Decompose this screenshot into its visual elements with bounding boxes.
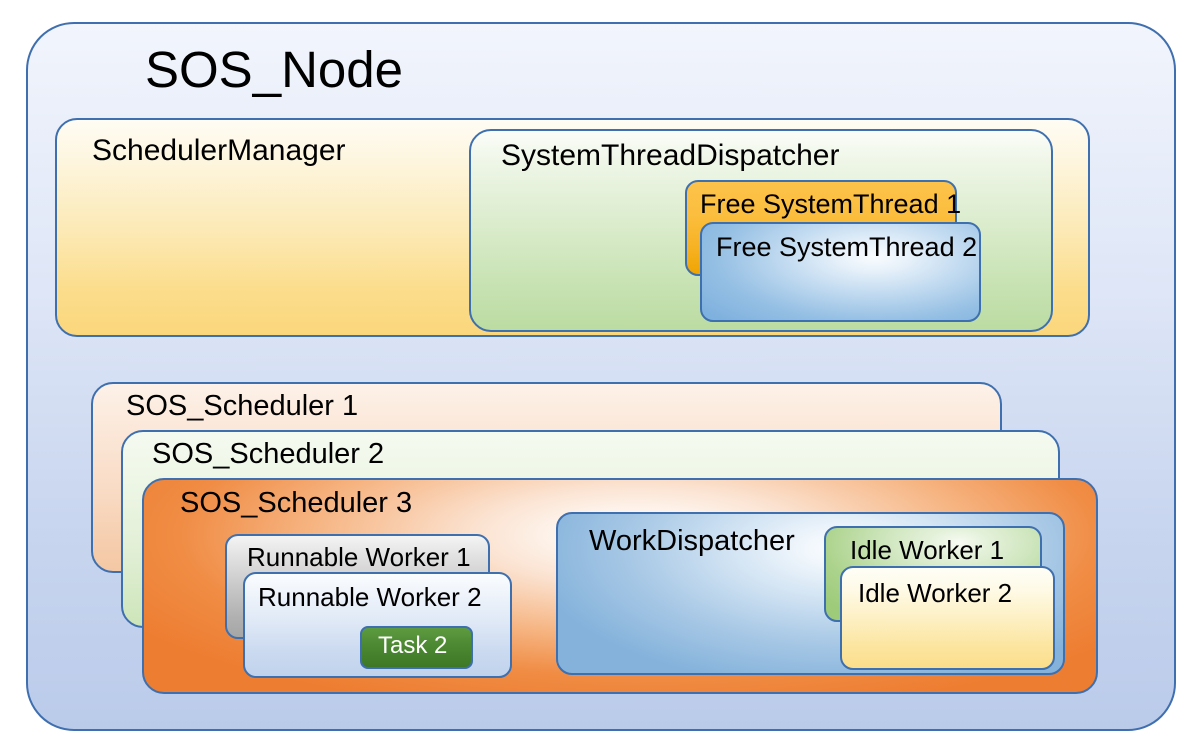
free-system-thread-2 — [700, 222, 981, 322]
scheduler-manager-label: SchedulerManager — [92, 134, 346, 167]
idle-worker-1-label: Idle Worker 1 — [850, 535, 1005, 565]
sos-scheduler-3-label: SOS_Scheduler 3 — [180, 487, 413, 519]
sos-scheduler-2-label: SOS_Scheduler 2 — [152, 438, 385, 470]
idle-worker-2-label: Idle Worker 2 — [858, 578, 1013, 608]
system-thread-dispatcher-label: SystemThreadDispatcher — [501, 139, 840, 172]
sos-node-label: SOS_Node — [145, 41, 403, 98]
idle-worker-2 — [840, 566, 1055, 670]
work-dispatcher-label: WorkDispatcher — [589, 525, 795, 557]
runnable-worker-2-label: Runnable Worker 2 — [258, 582, 482, 612]
task-2-box — [360, 626, 473, 669]
task-2-label: Task 2 — [378, 632, 448, 659]
sos-scheduler-1-label: SOS_Scheduler 1 — [126, 390, 359, 422]
runnable-worker-1-label: Runnable Worker 1 — [247, 542, 471, 572]
free-system-thread-1-label: Free SystemThread 1 — [700, 189, 962, 219]
free-system-thread-2-label: Free SystemThread 2 — [716, 232, 978, 262]
